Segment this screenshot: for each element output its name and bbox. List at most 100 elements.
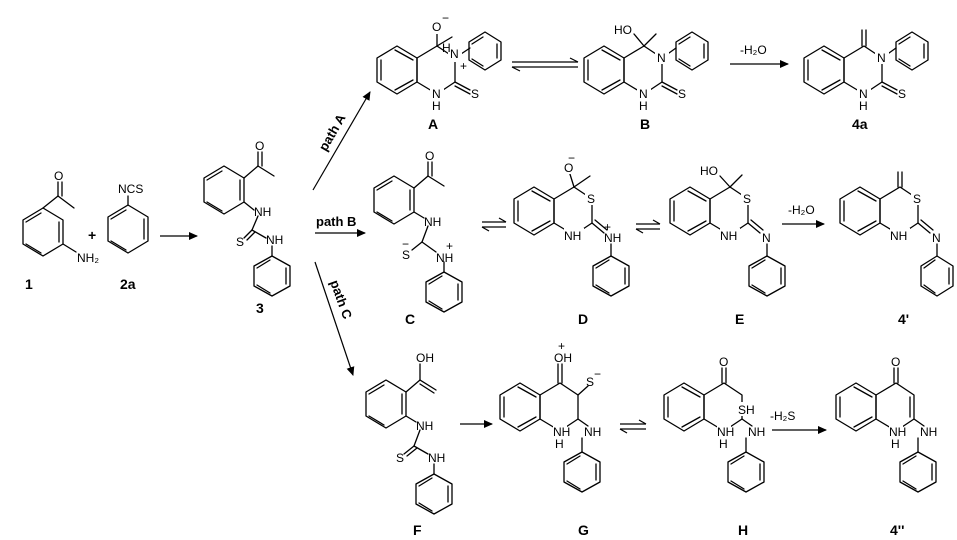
- compound-F: OH NH S NH F: [365, 351, 453, 538]
- sulfur-atom: S: [396, 451, 404, 465]
- compound-label-D: D: [578, 311, 588, 327]
- positive-charge: +: [558, 339, 565, 353]
- compound-label-4doubleprime: 4'': [890, 522, 904, 538]
- compound-2a: NCS 2a: [107, 182, 149, 292]
- water-loss-label: -H₂O: [788, 203, 815, 217]
- hydroxyl-group: OH: [554, 351, 572, 365]
- nitrogen-atom: N: [932, 231, 941, 245]
- nh-group: NH: [748, 425, 765, 439]
- compound-3: O NH S NH 3: [203, 139, 291, 316]
- path-a-arrow: [312, 91, 371, 191]
- sulfur-atom: S: [898, 87, 906, 101]
- nitrogen-atom: N: [450, 47, 459, 61]
- hydroxyl-group: OH: [416, 351, 434, 365]
- nh-group: NH: [424, 215, 441, 229]
- sulfur-atom: S: [587, 192, 595, 206]
- positive-charge: +: [604, 220, 611, 234]
- nh-group: NH: [416, 419, 433, 433]
- sulfur-atom: S: [743, 192, 751, 206]
- compound-label-3: 3: [256, 300, 264, 316]
- oxygen-atom: O: [564, 161, 573, 175]
- compound-E: HO S NH N E: [669, 164, 786, 327]
- nh-group: NH: [553, 425, 570, 439]
- compound-label-A: A: [428, 116, 438, 132]
- sulfur-atom: S: [678, 87, 686, 101]
- path-b-label: path B: [316, 214, 356, 229]
- compound-4prime: S NH N 4': [839, 171, 954, 327]
- path-c-label: path C: [327, 278, 355, 322]
- hydrogen-atom: H: [859, 99, 868, 113]
- nh-group: NH: [720, 229, 737, 243]
- negative-charge: −: [442, 11, 449, 25]
- positive-charge: +: [460, 59, 467, 73]
- path-a-label: path A: [316, 111, 349, 154]
- nh-group: NH: [584, 425, 601, 439]
- nh-group: NH: [890, 229, 907, 243]
- nitrogen-atom: N: [432, 87, 441, 101]
- compound-A: O − N H + N H S A: [376, 11, 502, 132]
- compound-label-4prime: 4': [898, 311, 909, 327]
- hydrogen-atom: H: [719, 437, 728, 451]
- water-loss-label: -H₂O: [740, 43, 767, 57]
- thiol-group: SH: [738, 403, 755, 417]
- oxygen-atom: O: [54, 169, 63, 183]
- compound-label-2a: 2a: [120, 276, 136, 292]
- oxygen-atom: O: [255, 139, 264, 153]
- oxygen-atom: O: [891, 355, 900, 369]
- nitrogen-atom: N: [639, 87, 648, 101]
- sulfur-atom: S: [913, 192, 921, 206]
- sulfur-atom: S: [236, 235, 244, 249]
- nh-group: NH: [889, 425, 906, 439]
- negative-charge: −: [594, 367, 601, 381]
- equilibrium-arrow-a-b: [511, 57, 579, 72]
- compound-label-1: 1: [25, 276, 33, 292]
- hydrogen-atom: H: [442, 41, 451, 55]
- oxygen-atom: O: [432, 20, 441, 34]
- equilibrium-arrow-d-e: [635, 219, 661, 234]
- hydrogen-atom: H: [555, 437, 564, 451]
- compound-label-E: E: [735, 311, 744, 327]
- negative-charge: −: [402, 237, 409, 251]
- isothiocyanate-group: NCS: [118, 182, 143, 196]
- oxygen-atom: O: [719, 355, 728, 369]
- nitrogen-atom: N: [762, 231, 771, 245]
- compound-D: O − S NH NH + D: [513, 151, 630, 327]
- nh-group: NH: [717, 425, 734, 439]
- nh-group: NH: [564, 229, 581, 243]
- nitrogen-atom: N: [859, 87, 868, 101]
- negative-charge: −: [568, 151, 575, 165]
- compound-label-H: H: [738, 522, 748, 538]
- compound-4a: N N H S 4a: [803, 29, 929, 132]
- compound-4doubleprime: O NH H NH 4'': [835, 355, 937, 538]
- hydroxyl-group: HO: [700, 164, 718, 178]
- compound-label-B: B: [640, 116, 650, 132]
- compound-H: O SH NH H NH H: [663, 355, 765, 538]
- hydrogen-sulfide-loss-label: -H₂S: [770, 409, 795, 423]
- compound-C: O NH S − NH + C: [373, 149, 463, 327]
- compound-label-4a: 4a: [852, 116, 868, 132]
- compound-G: OH + S − NH H NH G: [499, 339, 601, 538]
- hydrogen-atom: H: [639, 99, 648, 113]
- nh-group: NH: [436, 251, 453, 265]
- nh-group: NH: [254, 205, 271, 219]
- hydroxyl-group: HO: [614, 23, 632, 37]
- sulfur-atom: S: [586, 375, 594, 389]
- compound-B: HO N N H S B: [583, 23, 709, 132]
- nh-group: NH: [428, 451, 445, 465]
- equilibrium-arrow-c-d: [481, 217, 507, 232]
- nitrogen-atom: N: [877, 51, 886, 65]
- sulfur-atom: S: [471, 87, 479, 101]
- nh-group: NH: [266, 233, 283, 247]
- sulfur-atom: S: [402, 248, 410, 262]
- compound-label-G: G: [578, 522, 589, 538]
- compound-1: O NH₂ 1: [22, 169, 99, 292]
- positive-charge: +: [446, 239, 453, 253]
- nitrogen-atom: N: [657, 51, 666, 65]
- compound-label-F: F: [413, 522, 422, 538]
- hydrogen-atom: H: [891, 437, 900, 451]
- nh-group: NH: [604, 231, 621, 245]
- hydrogen-atom: H: [432, 99, 441, 113]
- nh-group: NH: [920, 425, 937, 439]
